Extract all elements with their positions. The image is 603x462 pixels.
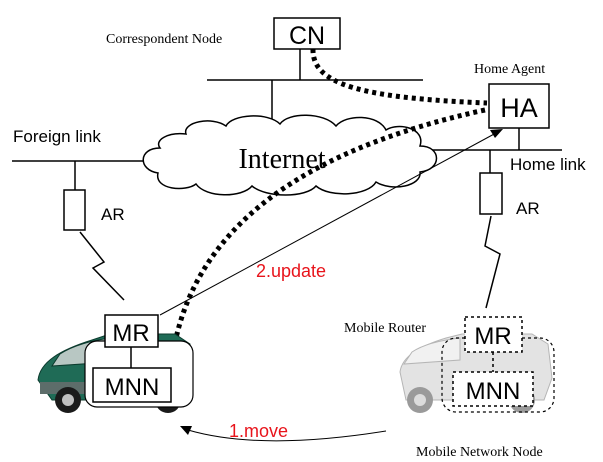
ha-label: HA xyxy=(500,93,538,123)
ha-box xyxy=(488,83,550,129)
home-ar-label: AR xyxy=(516,199,540,218)
ha-to-mnn-dotted-path xyxy=(169,107,486,361)
mnn-previous-caption: Mobile Network Node xyxy=(416,445,543,460)
car-current-hub-front xyxy=(62,394,74,406)
home-link-label: Home link xyxy=(510,155,586,174)
foreign-link-label: Foreign link xyxy=(13,127,101,146)
mr-previous-label: MR xyxy=(474,323,511,350)
home-ar-box xyxy=(479,172,503,215)
foreign-ar-label: AR xyxy=(101,205,125,224)
move-arrowhead xyxy=(180,426,192,435)
mnn-current-box xyxy=(92,367,172,403)
update-arrow-line xyxy=(159,132,497,316)
cn-box xyxy=(273,17,341,50)
update-step-label: 2.update xyxy=(256,261,326,281)
move-arrow-line xyxy=(187,429,387,442)
foreign-wireless-link xyxy=(79,231,125,301)
car-previous-window xyxy=(403,337,461,365)
mnn-previous-label: MNN xyxy=(466,378,521,405)
internet-label: Internet xyxy=(238,144,325,175)
update-arrowhead xyxy=(490,129,503,138)
cn-to-ha-dotted-path xyxy=(310,48,488,106)
home-wireless-link xyxy=(484,215,501,309)
cn-label: CN xyxy=(289,22,325,50)
mr-previous-caption: Mobile Router xyxy=(344,321,426,336)
car-previous-hub-front xyxy=(414,394,426,406)
internet-cloud xyxy=(142,114,438,196)
mr-current-label: MR xyxy=(112,320,149,347)
foreign-ar-box xyxy=(63,189,86,231)
move-step-label: 1.move xyxy=(229,421,288,441)
mr-current-box xyxy=(104,314,159,348)
ha-caption: Home Agent xyxy=(474,62,545,77)
mnn-current-label: MNN xyxy=(105,374,160,401)
mnn-previous-box xyxy=(452,371,534,407)
cn-caption: Correspondent Node xyxy=(106,32,222,47)
